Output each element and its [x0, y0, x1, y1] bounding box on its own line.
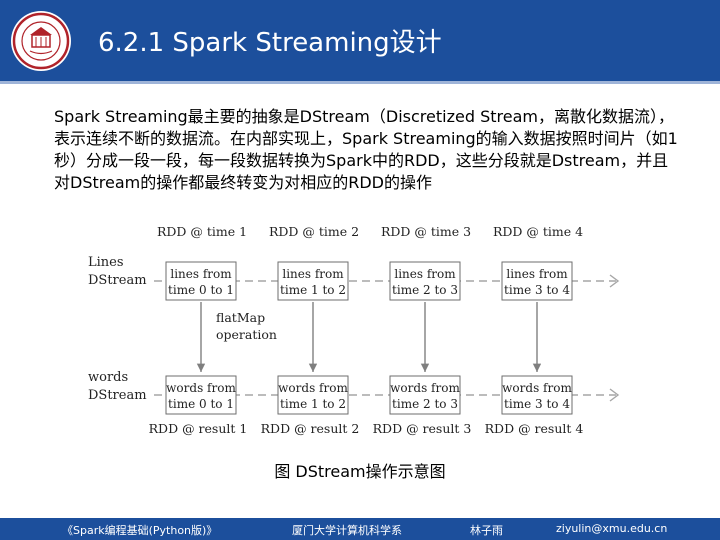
words-rdd-box: words from time 1 to 2	[277, 375, 349, 415]
lines-rdd-text: time 0 to 1	[168, 283, 234, 297]
words-dstream-label: words	[88, 370, 128, 385]
flatmap-arrows	[196, 302, 542, 372]
lines-dstream-timeline-arrowhead	[609, 274, 620, 288]
top-rdd-label: RDD @ time 4	[493, 224, 583, 239]
words-rdd-box: words from time 2 to 3	[389, 375, 461, 415]
intro-paragraph: Spark Streaming最主要的抽象是DStream（Discretize…	[54, 107, 678, 192]
lines-rdd-text: time 1 to 2	[280, 283, 346, 297]
words-rdd-text: words from	[166, 381, 236, 395]
diagram-caption: 图 DStream操作示意图	[274, 462, 446, 481]
words-rdd-text: words from	[502, 381, 572, 395]
words-rdd-text: words from	[390, 381, 460, 395]
flatmap-label-bg	[210, 308, 276, 344]
bottom-rdd-labels: RDD @ result 1 RDD @ result 2 RDD @ result…	[149, 421, 584, 436]
lines-rdd-box: lines from time 1 to 2	[277, 261, 349, 301]
university-logo	[10, 10, 72, 72]
result-rdd-label: RDD @ result 1	[149, 421, 248, 436]
lines-rdd-rect	[501, 261, 573, 301]
lines-rdd-rect	[389, 261, 461, 301]
words-rdd-rect	[389, 375, 461, 415]
page-title: 6.2.1 Spark Streaming设计	[98, 28, 442, 58]
flatmap-operation-label: flatMap operation	[210, 308, 277, 344]
words-rdd-rect	[277, 375, 349, 415]
lines-rdd-text: time 2 to 3	[392, 283, 458, 297]
lines-rdd-text: time 3 to 4	[504, 283, 570, 297]
flatmap-label-text: flatMap	[216, 310, 265, 325]
lines-rdd-rect	[165, 261, 237, 301]
words-rdd-box: words from time 0 to 1	[165, 375, 237, 415]
lines-rdd-text: lines from	[170, 267, 232, 281]
lines-rdd-box: lines from time 0 to 1	[165, 261, 237, 301]
result-rdd-label: RDD @ result 2	[261, 421, 360, 436]
title-bar: 6.2.1 Spark Streaming设计	[0, 0, 720, 81]
lines-rdd-rect	[277, 261, 349, 301]
footer-author: 林子雨	[470, 524, 503, 537]
words-rdd-text: time 1 to 2	[280, 397, 346, 411]
result-rdd-label: RDD @ result 4	[485, 421, 584, 436]
result-rdd-label: RDD @ result 3	[373, 421, 472, 436]
words-dstream-label: DStream	[88, 388, 147, 403]
top-rdd-labels: RDD @ time 1 RDD @ time 2 RDD @ time 3 RDD …	[157, 224, 583, 239]
words-rdd-text: time 0 to 1	[168, 397, 234, 411]
lines-dstream-label: Lines	[88, 255, 124, 270]
words-rdd-text: time 2 to 3	[392, 397, 458, 411]
words-rdd-rect	[165, 375, 237, 415]
lines-rdd-text: lines from	[394, 267, 456, 281]
lines-rdd-text: lines from	[282, 267, 344, 281]
lines-rdd-box: lines from time 3 to 4	[501, 261, 573, 301]
top-rdd-label: RDD @ time 1	[157, 224, 247, 239]
top-rdd-label: RDD @ time 2	[269, 224, 359, 239]
footer-bar: 《Spark编程基础(Python版)》 厦门大学计算机科学系 林子雨 ziyu…	[0, 518, 720, 540]
words-rdd-rect	[501, 375, 573, 415]
words-rdd-box: words from time 3 to 4	[501, 375, 573, 415]
lines-rdd-text: lines from	[506, 267, 568, 281]
dstream-diagram: RDD @ time 1 RDD @ time 2 RDD @ time 3 RDD …	[88, 224, 620, 436]
words-rdd-text: words from	[278, 381, 348, 395]
footer-department: 厦门大学计算机科学系	[292, 524, 402, 537]
words-rdd-text: time 3 to 4	[504, 397, 570, 411]
lines-dstream-label: DStream	[88, 273, 147, 288]
lines-rdd-box: lines from time 2 to 3	[389, 261, 461, 301]
footer-email: ziyulin@xmu.edu.cn	[556, 522, 668, 535]
footer-book-title: 《Spark编程基础(Python版)》	[62, 524, 218, 537]
flatmap-label-text: operation	[216, 327, 277, 342]
words-dstream-timeline-arrowhead	[609, 388, 620, 402]
top-rdd-label: RDD @ time 3	[381, 224, 471, 239]
title-divider	[0, 81, 720, 84]
